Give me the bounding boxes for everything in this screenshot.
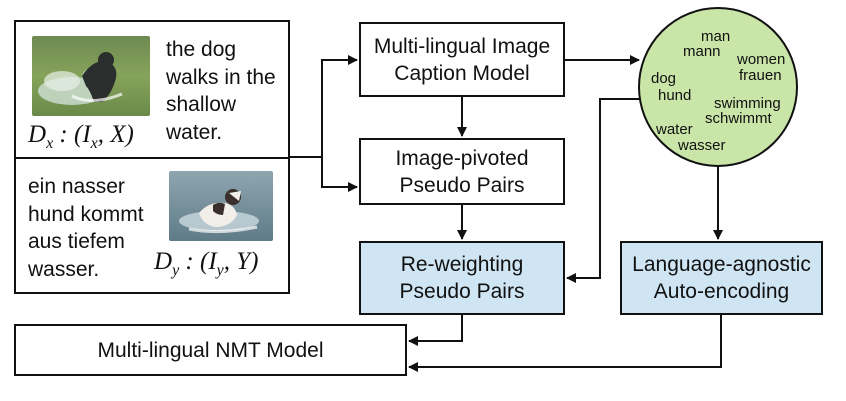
embedding-space-circle	[638, 7, 798, 167]
word-wasser: wasser	[678, 137, 726, 154]
sentence-y-line: wasser.	[28, 257, 100, 281]
notation-sub: y	[172, 262, 180, 279]
word-women: women	[737, 51, 786, 68]
caption-model-line: Caption Model	[394, 61, 530, 85]
sentence-x-line: shallow	[166, 93, 237, 116]
word-mann: mann	[683, 43, 721, 60]
auto-encoding-line: Auto-encoding	[653, 280, 790, 303]
sentence-y-line: ein nasser	[28, 175, 125, 198]
notation-d: D	[28, 121, 47, 148]
auto-encoding-box: Language-agnostic Auto-encoding	[620, 241, 823, 315]
pseudo-pairs-line: Image-pivoted	[395, 146, 529, 170]
pseudo-pairs-box: Image-pivoted Pseudo Pairs	[359, 138, 565, 205]
sentence-x-line: the dog	[166, 38, 237, 61]
notation-mid: : (I	[185, 248, 217, 275]
caption-model-box: Multi-lingual Image Caption Model	[359, 22, 565, 97]
sentence-y: ein nasser hund kommt aus tiefem wasser.	[28, 173, 144, 283]
notation-sub: x	[46, 135, 54, 152]
auto-encoding-line: Language-agnostic	[632, 253, 811, 276]
notation-sub2: y	[216, 262, 224, 279]
arrow-autoencoding-to-nmt	[408, 315, 722, 372]
notation-tail: , Y)	[223, 248, 259, 275]
arrow-reweighting-to-nmt	[408, 315, 463, 346]
word-hund: hund	[658, 87, 692, 104]
dog-running-in-water-photo	[169, 171, 273, 241]
notation-mid: : (I	[59, 121, 91, 148]
reweighting-line: Pseudo Pairs	[399, 280, 525, 303]
sentence-y-line: hund kommt	[28, 202, 144, 226]
sentence-x-line: water.	[166, 120, 223, 144]
dataset-y-notation: Dy : (Iy, Y)	[154, 248, 259, 280]
sentence-x-line: walks in the	[166, 65, 276, 89]
reweighting-line: Re-weighting	[400, 253, 524, 276]
dog-walking-in-water-photo	[32, 36, 150, 116]
arrow-embedding-to-reweighting	[566, 98, 652, 283]
sentence-y-line: aus tiefem	[28, 230, 125, 253]
arrow-dataset-to-caption	[290, 55, 358, 158]
arrow-dataset-to-pseudo	[321, 157, 358, 192]
word-water: water	[656, 121, 693, 138]
nmt-model-box: Multi-lingual NMT Model	[14, 324, 407, 376]
nmt-model-label: Multi-lingual NMT Model	[97, 338, 324, 362]
notation-d: D	[154, 248, 173, 275]
dataset-divider	[14, 157, 290, 159]
notation-sub2: x	[90, 135, 98, 152]
word-man: man	[701, 28, 731, 45]
word-schwimmt: schwimmt	[705, 110, 772, 127]
caption-model-line: Multi-lingual Image	[373, 34, 551, 58]
word-swimming: swimming	[714, 95, 781, 112]
pseudo-pairs-line: Pseudo Pairs	[399, 173, 525, 197]
reweighting-box: Re-weighting Pseudo Pairs	[359, 241, 565, 315]
notation-tail: , X)	[97, 121, 134, 148]
word-dog: dog	[651, 70, 677, 87]
sentence-x: the dog walks in the shallow water.	[166, 36, 276, 146]
dataset-x-notation: Dx : (Ix, X)	[28, 121, 134, 153]
word-frauen: frauen	[739, 67, 782, 84]
